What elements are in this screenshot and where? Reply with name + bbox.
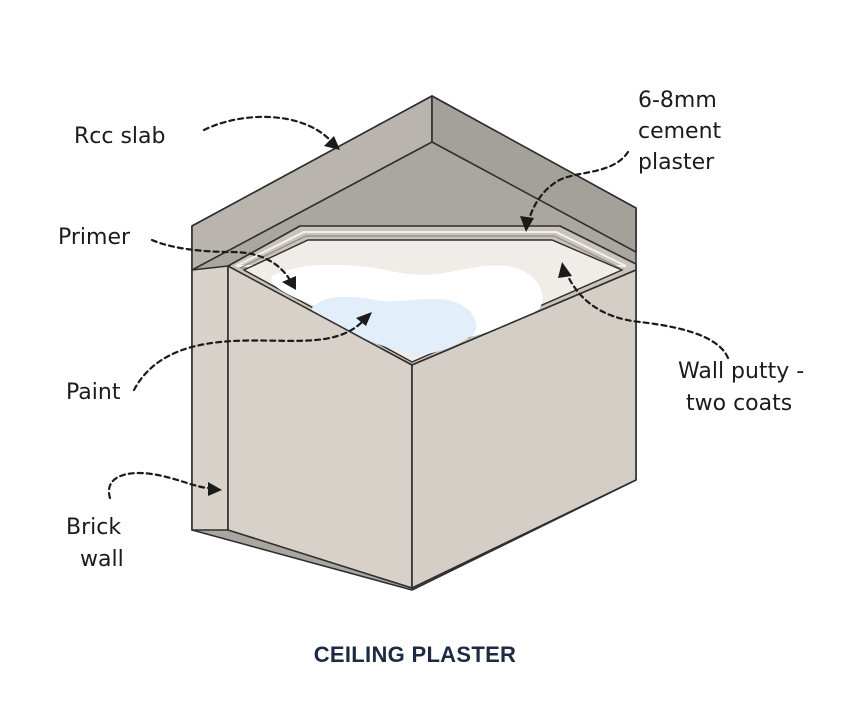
leader-rcc-slab [202,115,340,150]
label-primer: Primer [58,225,131,250]
brick-wall [191,265,637,589]
leader-wall-putty [558,262,730,360]
label-cement-plaster-line-2: cement [638,119,722,144]
leader-paint [132,312,372,392]
label-cement-plaster-line-1: 6-8mm [638,88,717,113]
label-cement-plaster: 6-8mm cement plaster [638,88,722,175]
label-brick-wall-line-1: Brick [66,515,121,540]
leader-primer [150,238,296,290]
paint-layer [311,296,477,356]
label-paint: Paint [66,380,121,405]
label-wall-putty: Wall putty - two coats [678,359,804,416]
leader-cement-plaster [520,150,630,232]
label-brick-wall-line-2: wall [80,547,124,572]
label-rcc-slab: Rcc slab [74,124,166,149]
label-cement-plaster-line-3: plaster [638,150,715,175]
label-brick-wall: Brick wall [66,515,124,572]
label-wall-putty-line-1: Wall putty - [678,359,804,384]
diagram-caption: CEILING PLASTER [314,642,517,667]
label-wall-putty-line-2: two coats [686,391,792,416]
leader-brick-wall [107,472,222,500]
